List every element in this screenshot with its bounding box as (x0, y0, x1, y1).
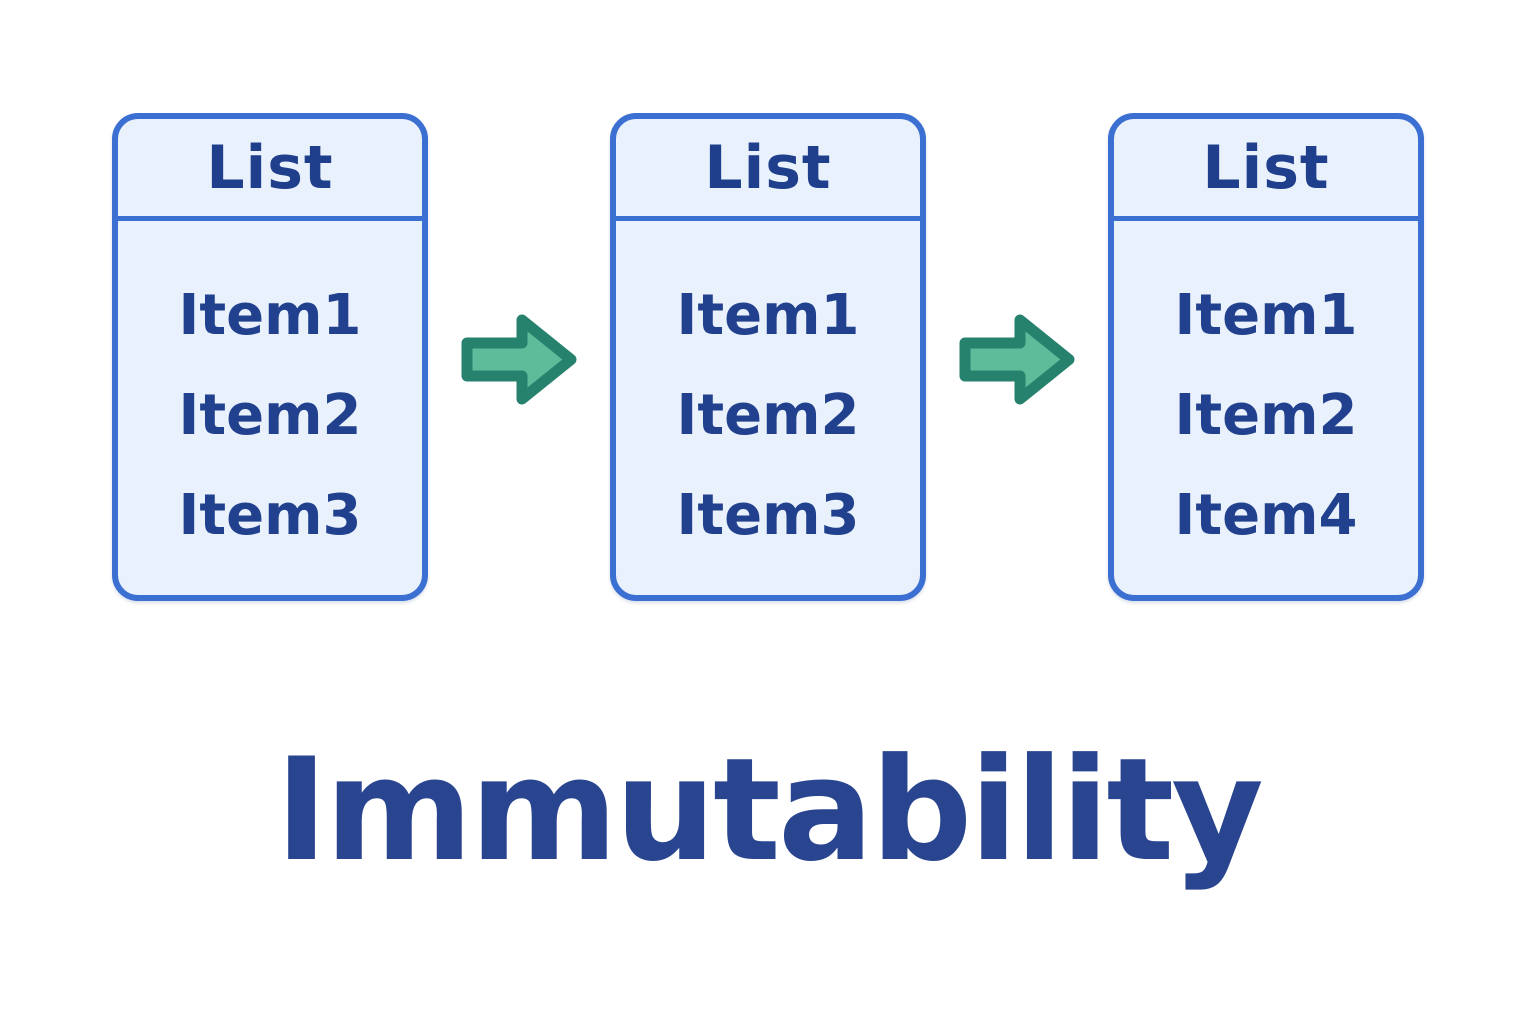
list-item: Item2 (676, 383, 860, 448)
list-box-body: Item1 Item2 Item3 (616, 221, 920, 595)
diagram-caption: Immutability (275, 728, 1264, 893)
list-box-body: Item1 Item2 Item3 (118, 221, 422, 595)
list-item: Item2 (1174, 383, 1358, 448)
list-box-2: List Item1 Item2 Item3 (610, 113, 926, 601)
list-item: Item3 (676, 483, 860, 548)
list-box-body: Item1 Item2 Item4 (1114, 221, 1418, 595)
list-box-title: List (616, 119, 920, 221)
list-item: Item3 (178, 483, 362, 548)
list-item: Item1 (676, 283, 860, 348)
list-item: Item1 (178, 283, 362, 348)
arrow-right-icon (460, 311, 578, 409)
list-box-title: List (1114, 119, 1418, 221)
list-item: Item1 (1174, 283, 1358, 348)
list-box-3: List Item1 Item2 Item4 (1108, 113, 1424, 601)
list-box-title: List (118, 119, 422, 221)
arrow-right-icon (958, 311, 1076, 409)
list-box-1: List Item1 Item2 Item3 (112, 113, 428, 601)
list-item: Item2 (178, 383, 362, 448)
diagram-row: List Item1 Item2 Item3 List Item1 Item2 … (0, 113, 1536, 601)
list-item: Item4 (1174, 483, 1358, 548)
